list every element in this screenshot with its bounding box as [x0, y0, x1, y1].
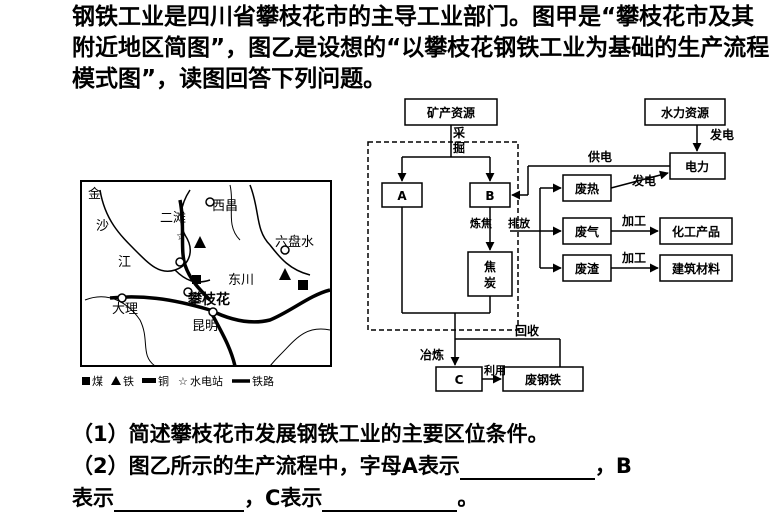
place-dali: 大理 [112, 302, 138, 317]
q2-text-1: （2）图乙所示的生产流程中，字母A表示 [72, 454, 460, 478]
jinsha-label-2: 沙 [96, 219, 109, 234]
legend-hydro: 水电站 [190, 374, 223, 388]
label-process-1: 加工 [621, 213, 646, 228]
place-dongchuan: 东川 [228, 273, 254, 288]
place-panzhihua: 攀枝花 [188, 291, 230, 308]
jinsha-label-1: 金 [88, 186, 101, 202]
place-ertan: 二滩 [160, 211, 186, 226]
box-build [659, 254, 733, 282]
box-scrap [502, 366, 584, 392]
svg-text:☆: ☆ [178, 375, 188, 388]
label-scrap: 废钢铁 [525, 372, 561, 387]
jinsha-label-3: 江 [118, 255, 131, 270]
label-waste-gas: 废气 [575, 224, 599, 239]
place-xichang: 西昌 [212, 199, 238, 214]
question-1: （1）简述攀枝花市发展钢铁工业的主要区位条件。 [72, 422, 549, 446]
box-water [644, 98, 726, 126]
label-coking: 炼焦 [470, 216, 492, 230]
box-slag [562, 254, 612, 282]
question-2-cont: 表示 ，C表示 。 [72, 482, 478, 512]
label-a: A [397, 189, 407, 203]
boundary-line-2 [84, 296, 156, 367]
dashed-enclosure [367, 141, 519, 331]
iron-symbol-2 [279, 268, 291, 280]
legend-copper: 铜 [158, 374, 169, 388]
railway-kunming [209, 288, 331, 324]
box-chem [659, 217, 733, 245]
label-mineral: 矿产资源 [427, 105, 475, 120]
river-branch [174, 269, 211, 283]
q2-text-3: 表示 [72, 486, 114, 510]
label-mining-1: 采 [452, 125, 465, 140]
box-waste-heat [562, 174, 612, 202]
boundary-line [229, 184, 241, 241]
flow-figure: 矿产资源 水力资源 电力 采 掘 A B 供电 发电 发电 废热 废气 废渣 加… [367, 98, 734, 392]
box-coke [467, 251, 513, 297]
answer-blank-a[interactable] [459, 454, 595, 480]
label-coke-2: 炭 [484, 275, 496, 290]
label-gen-top: 发电 [709, 127, 734, 142]
label-emission: 排放 [508, 216, 531, 230]
label-power: 电力 [685, 159, 709, 174]
river-east [249, 184, 311, 276]
liupanshui-marker [280, 245, 290, 255]
xichang-marker [205, 197, 215, 207]
label-process-2: 加工 [621, 250, 646, 265]
q2-text-4: ，C表示 [244, 486, 323, 510]
ertan-marker [175, 257, 185, 267]
label-gen-mid: 发电 [631, 173, 656, 188]
label-chem: 化工产品 [672, 224, 720, 239]
railway-main [178, 199, 212, 302]
coal-symbol-2 [192, 275, 201, 284]
label-smelting: 冶炼 [420, 347, 444, 362]
map-figure: ☆ 西昌 二滩 六盘水 东川 攀枝花 大理 昆明 金 沙 江 煤 铁 铜 ☆ 水… [80, 180, 332, 388]
boundary-line-3 [269, 328, 331, 367]
intro-paragraph: 钢铁工业是四川省攀枝花市的主导工业部门。图甲是“攀枝花市及其附近地区简图”，图乙… [72, 4, 770, 92]
box-b [469, 182, 511, 208]
question-2: （2）图乙所示的生产流程中，字母A表示 ，B [72, 450, 632, 480]
label-c: C [455, 373, 464, 387]
answer-blank-c[interactable] [322, 486, 458, 512]
q2-text-2: ，B [594, 454, 632, 478]
kunming-marker [208, 307, 218, 317]
box-waste-gas [562, 217, 612, 245]
label-coke-1: 焦 [483, 259, 496, 274]
label-water: 水力资源 [661, 105, 709, 120]
coal-symbol [298, 280, 308, 290]
label-b: B [485, 189, 494, 203]
legend-coal: 煤 [92, 375, 103, 388]
label-slag: 废渣 [575, 261, 600, 276]
q2-text-5: 。 [457, 486, 479, 510]
label-build: 建筑材料 [671, 261, 720, 276]
label-power-supply: 供电 [587, 149, 612, 164]
box-power [669, 152, 726, 180]
place-kunming: 昆明 [192, 319, 218, 334]
hydro-symbol: ☆ [176, 229, 187, 243]
map-frame [80, 180, 332, 367]
place-liupanshui: 六盘水 [275, 234, 314, 250]
legend-iron: 铁 [123, 375, 134, 388]
label-waste-heat: 废热 [575, 181, 599, 196]
map-legend: 煤 铁 铜 ☆ 水电站 铁路 [82, 374, 274, 388]
answer-blank-b[interactable] [114, 486, 244, 512]
label-mining-2: 掘 [453, 140, 465, 155]
legend-railway: 铁路 [252, 375, 274, 388]
label-recycle: 回收 [515, 323, 539, 338]
label-use: 利用 [484, 363, 506, 377]
dali-marker [117, 293, 127, 303]
iron-symbol [194, 236, 206, 248]
panzhihua-marker [183, 287, 193, 297]
